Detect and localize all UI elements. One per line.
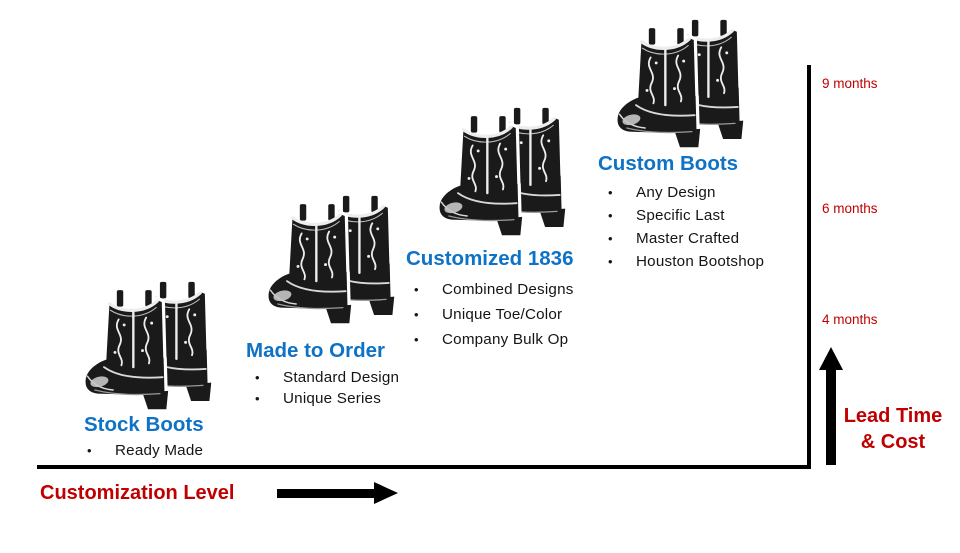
bullet-item: • Company Bulk Op (414, 327, 574, 352)
tier-title: Made to Order (246, 339, 385, 362)
bullet-icon: • (87, 443, 92, 458)
x-axis-arrow-icon (277, 489, 375, 498)
bullet-item: • Specific Last (608, 204, 764, 227)
bullet-item: • Any Design (608, 181, 764, 204)
y-axis-line (807, 65, 811, 469)
bullet-text: Ready Made (115, 442, 204, 459)
bullet-text: Unique Series (283, 390, 381, 407)
tier-title: Customized 1836 (406, 247, 574, 270)
tier-title: Custom Boots (598, 152, 739, 175)
cowboy-boots-icon (82, 280, 214, 412)
y-axis-tick: 6 months (822, 201, 878, 216)
bullet-icon: • (255, 370, 260, 385)
y-axis-label: Lead Time & Cost (838, 403, 948, 455)
bullet-item: • Combined Designs (414, 277, 574, 302)
bullet-icon: • (608, 254, 613, 269)
bullet-text: Master Crafted (636, 230, 740, 247)
bullet-icon: • (608, 208, 613, 223)
bullet-list: • Standard Design • Unique Series (255, 367, 399, 409)
bullet-text: Company Bulk Op (442, 331, 569, 348)
bullet-item: • Houston Bootshop (608, 250, 764, 273)
tier-title: Stock Boots (84, 413, 204, 436)
bullet-icon: • (255, 391, 260, 406)
y-axis-arrow-icon (826, 369, 836, 465)
bullet-text: Combined Designs (442, 281, 574, 298)
bullet-item: • Unique Toe/Color (414, 302, 574, 327)
y-axis-label-line2: & Cost (860, 431, 926, 453)
cowboy-boots-icon (614, 18, 746, 150)
bullet-list: • Any Design • Specific Last • Master Cr… (608, 181, 764, 273)
cowboy-boots-icon (265, 194, 397, 326)
bullet-icon: • (608, 185, 613, 200)
bullet-item: • Standard Design (255, 367, 399, 388)
bullet-text: Unique Toe/Color (442, 306, 563, 323)
cowboy-boots-icon (436, 106, 568, 238)
x-axis-arrowhead-icon (374, 482, 398, 504)
bullet-item: • Ready Made (87, 440, 203, 462)
bullet-list: • Ready Made (87, 440, 203, 462)
bullet-list: • Combined Designs • Unique Toe/Color • … (414, 277, 574, 352)
bullet-text: Standard Design (283, 369, 400, 386)
bullet-icon: • (608, 231, 613, 246)
bullet-item: • Master Crafted (608, 227, 764, 250)
x-axis-line (37, 465, 810, 469)
y-axis-arrowhead-icon (819, 347, 843, 370)
bullet-text: Specific Last (636, 207, 725, 224)
y-axis-tick: 9 months (822, 76, 878, 91)
y-axis-label-line1: Lead Time (843, 405, 943, 427)
bullet-item: • Unique Series (255, 388, 399, 409)
bullet-text: Any Design (636, 184, 716, 201)
bullet-text: Houston Bootshop (636, 253, 765, 270)
y-axis-tick: 4 months (822, 312, 878, 327)
bullet-icon: • (414, 307, 419, 322)
bullet-icon: • (414, 282, 419, 297)
x-axis-label: Customization Level (40, 482, 235, 504)
bullet-icon: • (414, 332, 419, 347)
